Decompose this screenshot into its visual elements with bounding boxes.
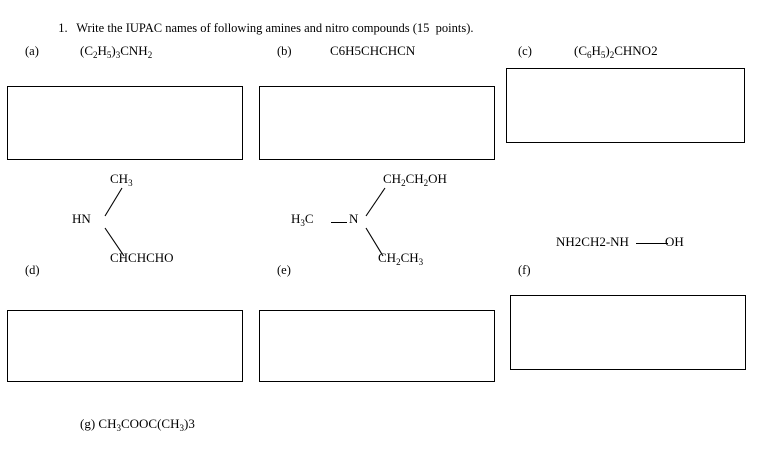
item-label-e: (e)	[277, 263, 291, 277]
answer-box-e[interactable]	[259, 310, 495, 382]
bond-d-lower	[104, 227, 125, 257]
formula-c: (C6H5)2CHNO2	[574, 43, 658, 60]
structure-e-left-sub: 3	[300, 218, 305, 228]
formula-c-sub-2: 5	[600, 50, 606, 60]
item-label-f: (f)	[518, 263, 531, 277]
structure-e-top-sub-1: 2	[401, 178, 406, 188]
bond-e-lower	[365, 227, 384, 257]
answer-box-c[interactable]	[506, 68, 745, 143]
formula-a-sub-2: 5	[106, 50, 112, 60]
formula-a-sub-1: 2	[93, 50, 98, 60]
question-text: Write the IUPAC names of following amine…	[76, 21, 474, 35]
structure-d-top-sub: 3	[128, 178, 133, 188]
question-number: 1.	[58, 21, 68, 35]
structure-e-top-sub-2: 2	[423, 178, 429, 188]
item-label-g: (g)	[80, 416, 96, 431]
item-label-c: (c)	[518, 44, 532, 58]
item-label-a: (a)	[25, 44, 39, 58]
formula-a-sub-3: 3	[115, 50, 121, 60]
formula-c-sub-3: 2	[609, 50, 615, 60]
structure-d-bottom-substituent: CHCHCHO	[110, 250, 174, 265]
structure-e-center-atom: N	[349, 211, 359, 226]
structure-e-top-substituent: CH2CH2OH	[383, 171, 447, 188]
formula-g-sub-2: 3	[179, 423, 185, 433]
formula-a-sub-4: 2	[147, 50, 153, 60]
structure-d-top-substituent: CH3	[110, 171, 133, 188]
bond-d-upper	[104, 187, 123, 217]
formula-g-sub-1: 3	[116, 423, 121, 433]
bond-e-left	[331, 222, 347, 223]
formula-b: C6H5CHCHCN	[330, 43, 416, 58]
answer-box-b[interactable]	[259, 86, 495, 160]
item-label-b: (b)	[277, 44, 292, 58]
answer-box-f[interactable]	[510, 295, 746, 370]
formula-c-sub-1: 6	[587, 50, 592, 60]
formula-g: (g) CH3COOC(CH3)3	[80, 416, 195, 433]
bond-e-upper	[365, 187, 386, 217]
question-header: 1. Write the IUPAC names of following ami…	[0, 4, 763, 36]
structure-f-right-text: OH	[665, 234, 684, 249]
structure-f-left-text: NH2CH2-NH	[556, 234, 629, 249]
structure-e-bottom-substituent: CH2CH3	[378, 250, 424, 267]
formula-a: (C2H5)3CNH2	[80, 43, 153, 60]
answer-box-d[interactable]	[7, 310, 243, 382]
item-label-d: (d)	[25, 263, 40, 277]
structure-e-left-substituent: H3C	[291, 211, 314, 228]
structure-e-bottom-sub-2: 3	[418, 257, 424, 267]
structure-d-bonds	[104, 187, 125, 257]
structure-d-center-atom: HN	[72, 211, 91, 226]
answer-box-a[interactable]	[7, 86, 243, 160]
bond-f-line	[636, 243, 668, 245]
structure-e-bonds	[365, 187, 386, 257]
structure-e-bottom-sub-1: 2	[396, 257, 401, 267]
